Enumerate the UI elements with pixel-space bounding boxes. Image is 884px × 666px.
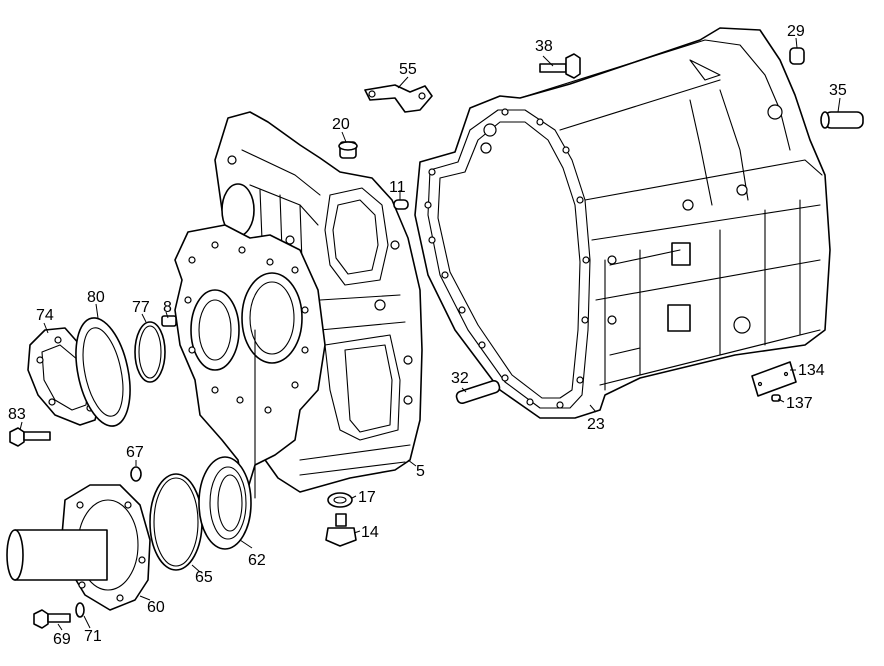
part-83-bolt: [9, 427, 51, 447]
callout-137: 137: [786, 395, 813, 412]
part-29-bushing: [789, 47, 805, 65]
callout-11: 11: [389, 179, 406, 196]
part-35-pin: [820, 111, 864, 129]
callout-38: 38: [535, 38, 553, 55]
callout-62: 62: [248, 552, 266, 569]
callout-80: 80: [87, 289, 105, 306]
part-77-o-ring: [134, 321, 166, 383]
front-cover-plate: [174, 224, 326, 499]
leader-lines: [19, 37, 841, 631]
callout-60: 60: [147, 599, 165, 616]
callout-8: 8: [163, 299, 172, 316]
callout-83: 83: [8, 406, 26, 423]
callout-69: 69: [53, 631, 71, 648]
part-38-bolt: [539, 53, 581, 79]
callout-77: 77: [132, 299, 150, 316]
callout-5: 5: [416, 463, 425, 480]
part-17-seal: [327, 492, 353, 508]
callout-134: 134: [798, 362, 825, 379]
callout-65: 65: [195, 569, 213, 586]
part-69-bolt: [33, 609, 71, 629]
callout-17: 17: [358, 489, 376, 506]
callout-14: 14: [361, 524, 379, 541]
part-71-washer: [75, 602, 85, 618]
callout-74: 74: [36, 307, 54, 324]
part-20-plug: [338, 141, 358, 159]
part-137-screw: [771, 394, 781, 402]
callout-20: 20: [332, 116, 350, 133]
callout-labels: 38 55 29 35 20 11 74 80 77 8 83 32 134 1…: [8, 23, 847, 648]
part-65-o-ring: [149, 473, 203, 571]
part-8-plug: [161, 315, 177, 327]
callout-35: 35: [829, 82, 847, 99]
part-80-gasket: [75, 317, 131, 427]
callout-55: 55: [399, 61, 417, 78]
part-67-seal-ring: [130, 466, 142, 482]
callout-71: 71: [84, 628, 102, 645]
callout-29: 29: [787, 23, 805, 40]
part-60-input-shaft-cover: [6, 484, 151, 611]
callout-32: 32: [451, 370, 469, 387]
part-11-dowel: [393, 199, 409, 210]
callout-67: 67: [126, 444, 144, 461]
callout-23: 23: [587, 416, 605, 433]
part-23-transmission-housing: [414, 27, 831, 419]
part-62-shaft-seal: [198, 456, 252, 550]
part-14-drain-plug: [325, 513, 357, 547]
part-55-bracket: [364, 84, 433, 113]
part-134-plate: [751, 361, 797, 397]
part-32-pin: [455, 379, 501, 405]
